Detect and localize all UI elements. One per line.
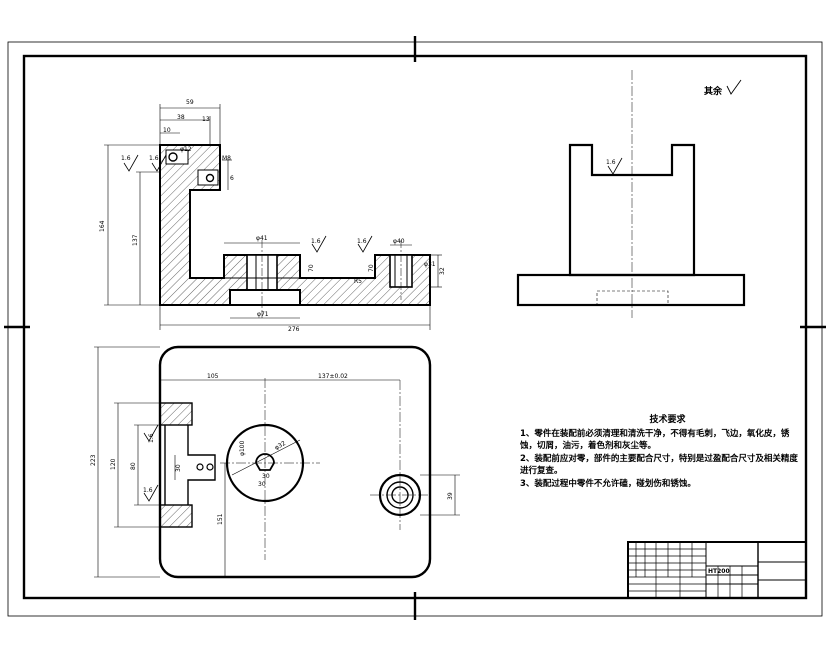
dim-r5: R5 xyxy=(354,278,362,285)
technical-requirements: 技术要求 1、零件在装配前必须清理和清洗干净，不得有毛刺，飞边，氧化皮，锈蚀，切… xyxy=(520,414,805,490)
dim-phi40: φ40 xyxy=(393,238,405,245)
dim-80: 80 xyxy=(130,462,137,470)
roughness-value: 1.6 xyxy=(357,238,367,245)
dim-r30: 30 xyxy=(258,481,266,488)
dim-10: 10 xyxy=(163,127,171,134)
dim-59: 59 xyxy=(186,99,194,106)
front-view: 59 38 13 10 φ12 M8 6 164 137 φ41 φ40 φ71… xyxy=(99,99,446,333)
roughness-value: 1.6 xyxy=(311,238,321,245)
dim-32: 32 xyxy=(439,267,446,275)
dim-137-tol: 137±0.02 xyxy=(318,373,348,380)
dim-6: 6 xyxy=(230,175,234,182)
roughness-value: 1.6 xyxy=(149,155,159,162)
dim-276: 276 xyxy=(288,326,300,333)
roughness-value: 1.6 xyxy=(121,155,131,162)
dim-70b: 70 xyxy=(368,264,375,272)
dim-105: 105 xyxy=(207,373,219,380)
title-block xyxy=(627,541,807,599)
plan-view: 223 120 80 151 30 39 105 137±0.02 φ100 φ… xyxy=(90,345,460,579)
dim-phi71: φ71 xyxy=(257,311,269,318)
roughness-icon xyxy=(143,424,159,502)
dim-30: 30 xyxy=(175,464,182,472)
note-item: 3、装配过程中零件不允许磕，碰划伤和锈蚀。 xyxy=(520,478,696,489)
notes-title: 技术要求 xyxy=(649,415,686,425)
dim-223: 223 xyxy=(90,454,97,466)
roughness-value: 1.6 xyxy=(148,433,155,443)
roughness-value: 1.6 xyxy=(606,159,616,166)
dim-39: 39 xyxy=(447,492,454,500)
roughness-icon xyxy=(607,157,623,175)
dim-phi32: φ32 xyxy=(274,440,288,452)
dim-phi31: φ31 xyxy=(424,261,436,268)
dim-13: 13 xyxy=(202,116,210,123)
dim-137: 137 xyxy=(132,234,139,246)
material-label: HT200 xyxy=(708,568,730,575)
dim-70a: 70 xyxy=(308,264,315,272)
dim-m8: M8 xyxy=(222,155,231,162)
note-item: 2、装配前应对零，部件的主要配合尺寸，特别是过盈配合尺寸及相关精度进行复查。 xyxy=(520,453,798,477)
side-view: 1.6 xyxy=(516,70,746,318)
note-item: 1、零件在装配前必须清理和清洗干净，不得有毛刺，飞边，氧化皮，锈蚀，切屑，油污，… xyxy=(520,428,790,452)
sheet-borders xyxy=(4,36,826,620)
dim-164: 164 xyxy=(99,220,106,232)
dim-38: 38 xyxy=(177,114,185,121)
rest-roughness-label: 其余 xyxy=(704,87,723,97)
roughness-icon xyxy=(726,79,742,95)
dim-w30: 30 xyxy=(262,473,270,480)
dim-phi41: φ41 xyxy=(256,235,268,242)
dim-151: 151 xyxy=(217,513,224,525)
roughness-icon xyxy=(123,154,373,253)
dim-phi12: φ12 xyxy=(180,146,192,153)
dim-phi100: φ100 xyxy=(239,440,246,456)
dim-120: 120 xyxy=(110,458,117,470)
roughness-value: 1.6 xyxy=(143,487,153,494)
